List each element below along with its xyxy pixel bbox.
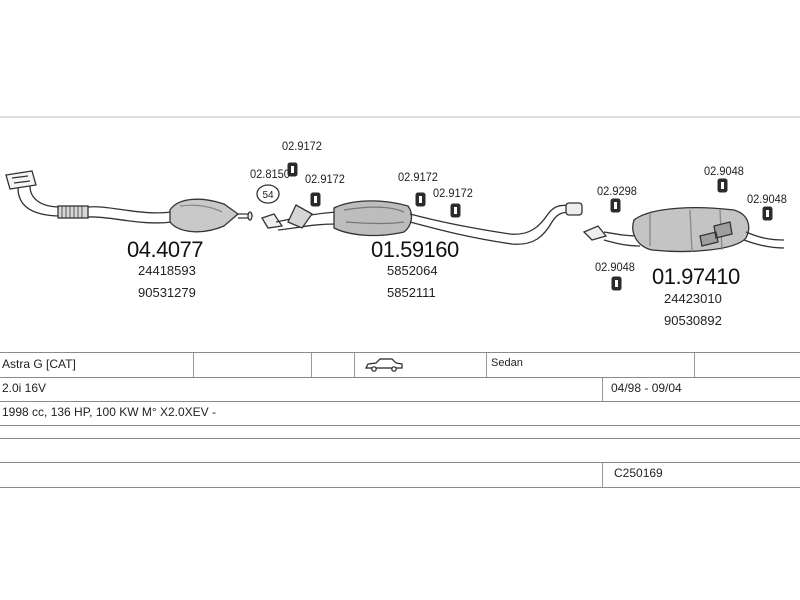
oem-number: 90530892 bbox=[664, 313, 722, 328]
clip-label: 02.9172 bbox=[398, 170, 438, 184]
gasket-label: 54 bbox=[262, 190, 274, 201]
engine-cell: 2.0i 16V bbox=[2, 381, 47, 395]
clip-label: 02.8150 bbox=[250, 167, 290, 181]
front-pipe-catalyst bbox=[5, 170, 253, 233]
table-border bbox=[0, 401, 800, 402]
clip-label: 02.9172 bbox=[305, 172, 345, 186]
table-border bbox=[0, 462, 800, 463]
clip-label: 02.9172 bbox=[433, 186, 473, 200]
table-divider bbox=[602, 463, 603, 487]
part-code: 04.4077 bbox=[127, 237, 204, 262]
reference-cell: C250169 bbox=[614, 466, 663, 480]
table-divider bbox=[694, 353, 695, 377]
table-border bbox=[0, 487, 800, 488]
model-cell: Astra G [CAT] bbox=[2, 357, 76, 371]
table-divider bbox=[602, 378, 603, 401]
clip-label: 02.9172 bbox=[282, 139, 322, 153]
table-divider bbox=[193, 353, 194, 377]
oem-number: 90531279 bbox=[138, 285, 196, 300]
oem-number: 24418593 bbox=[138, 263, 196, 278]
oem-number: 5852111 bbox=[387, 285, 436, 300]
clip-label: 02.9048 bbox=[704, 164, 744, 178]
table-divider bbox=[354, 353, 355, 377]
part-code: 01.97410 bbox=[652, 264, 740, 289]
oem-number: 5852064 bbox=[387, 263, 438, 278]
table-border bbox=[0, 438, 800, 439]
middle-silencer-assembly bbox=[261, 200, 583, 245]
body-type-cell: Sedan bbox=[491, 357, 523, 369]
oem-number: 24423010 bbox=[664, 291, 722, 306]
part-code: 01.59160 bbox=[371, 237, 459, 262]
years-cell: 04/98 - 09/04 bbox=[611, 381, 682, 395]
clip-label: 02.9298 bbox=[597, 184, 637, 198]
rear-silencer-assembly bbox=[582, 207, 785, 253]
table-border bbox=[0, 425, 800, 426]
gasket-icon: 54 bbox=[256, 184, 280, 204]
sedan-car-icon bbox=[364, 358, 404, 377]
clip-label: 02.9048 bbox=[595, 260, 635, 274]
table-divider bbox=[311, 353, 312, 377]
clip-label: 02.9048 bbox=[747, 192, 787, 206]
table-divider bbox=[486, 353, 487, 377]
table-border bbox=[0, 352, 800, 353]
spec-cell: 1998 cc, 136 HP, 100 KW M° X2.0XEV - bbox=[2, 405, 217, 419]
table-border bbox=[0, 377, 800, 378]
